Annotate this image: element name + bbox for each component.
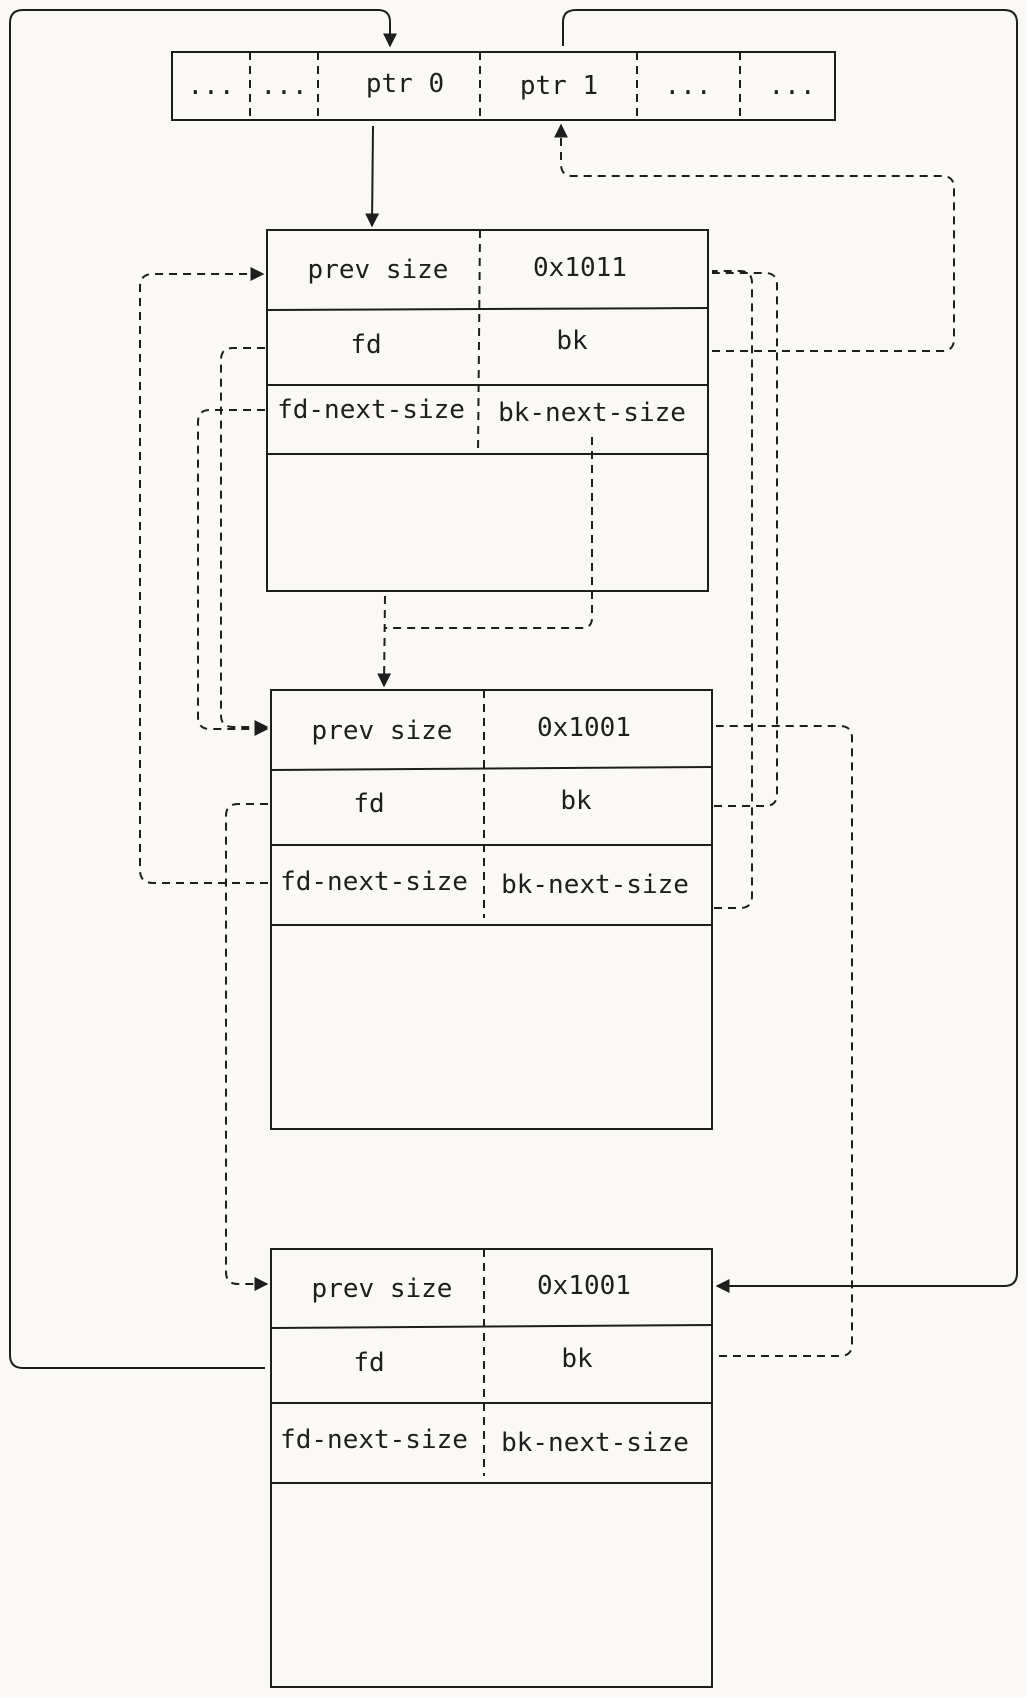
bin-cell-ellipsis: ... [261,71,308,101]
arrow-chunk1-bk-to-ptr1 [554,123,955,352]
link-chunk2-bk-to-chunk1 [712,272,778,807]
chunk-2-fd-next-size: fd-next-size [280,867,468,897]
chunk-3-prev-size: prev size [312,1274,453,1304]
arrow-chunk1-bottom-to-chunk2 [377,595,392,688]
chunk-3-bk-next-size: bk-next-size [501,1428,689,1458]
chunk-3-fd: fd [353,1348,384,1378]
bin-cell-ellipsis: ... [769,71,816,101]
chunk-1-fd-next-size: fd-next-size [277,395,465,425]
chunk-2-prev-size: prev size [312,716,453,746]
bin-cell-ellipsis: ... [188,71,235,101]
bin-cell-ptr-0: ptr 0 [366,69,444,99]
bin-cell-ptr-1: ptr 1 [520,71,598,101]
bin-cell-ellipsis: ... [665,71,712,101]
chunk-3-bk: bk [561,1344,593,1374]
chunk-1: prev size 0x1011 fd bk fd-next-size bk-n… [266,229,709,592]
chunk-3-fd-next-size: fd-next-size [280,1425,468,1455]
chunk-2-bk: bk [560,786,592,816]
arrow-chunk3-fd-to-ptr0 [9,9,397,1369]
chunk-1-bk-next-size: bk-next-size [498,398,686,428]
arrow-chunk2-fd-to-chunk3 [225,803,269,1291]
chunk-1-fd: fd [350,330,381,360]
chunk-2-size: 0x1001 [537,713,631,743]
link-chunk2-bk-next-size-to-chunk1 [712,270,753,909]
arrow-chunk1-fd-next-size-to-chunk2 [197,409,269,736]
arrow-chunk1-fd-to-chunk2 [220,347,269,734]
arrow-ptr1-to-chunk3 [562,9,1018,1293]
chunk-2-fd: fd [353,789,384,819]
chunk-1-size: 0x1011 [533,253,627,283]
chunk-1-bk: bk [556,326,588,356]
arrow-chunk2-fd-next-size-to-chunk1 [139,267,268,884]
chunk-3-size: 0x1001 [537,1271,631,1301]
bins-array: ... ... ptr 0 ptr 1 ... ... [171,51,836,121]
chunk-3: prev size 0x1001 fd bk fd-next-size bk-n… [270,1248,713,1688]
chunk-2-bk-next-size: bk-next-size [501,870,689,900]
chunk-2: prev size 0x1001 fd bk fd-next-size bk-n… [270,689,713,1130]
link-chunk3-bk-to-chunk2 [716,725,853,1357]
arrow-ptr0-to-chunk1 [365,125,380,228]
arrow-chunk1-to-chunk2 [385,437,593,629]
chunk-1-prev-size: prev size [308,255,449,285]
